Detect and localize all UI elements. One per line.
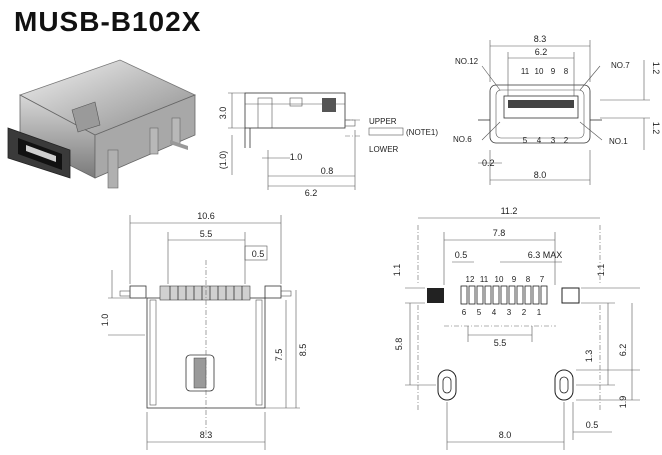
fp-dim-0-5-bottom: 0.5 [586,420,599,430]
pcb-footprint [405,217,640,450]
front-pin-2: 2 [564,136,569,145]
front-dim-6-2: 6.2 [535,47,548,57]
fp-pin-8: 8 [526,275,531,284]
top-dim-1-0: 1.0 [100,314,110,327]
top-dim-7-5: 7.5 [274,349,284,362]
fp-dim-7-8: 7.8 [493,228,506,238]
fp-dim-0-5-top: 0.5 [455,250,468,260]
fp-pin-numbers-bottom: 6 5 4 3 2 1 [462,308,542,317]
fp-dim-1-9: 1.9 [618,396,628,409]
connector-photo [7,59,197,189]
fp-pin-6: 6 [462,308,467,317]
front-view [478,40,650,185]
front-dim-8-0: 8.0 [534,170,547,180]
fp-dim-11-2: 11.2 [501,206,518,216]
top-view [108,215,300,450]
front-pin-11: 11 [521,67,530,76]
fp-dim-1-1-right: 1.1 [596,264,606,277]
front-pin-3: 3 [551,136,556,145]
label-lower: LOWER [369,145,399,154]
label-no12: NO.12 [455,57,479,66]
front-pin-8: 8 [564,67,569,76]
side-dim-6-2: 6.2 [305,188,318,198]
front-dim-1-2-bottom: 1.2 [651,122,661,135]
fp-dim-8-0: 8.0 [499,430,512,440]
fp-pin-9: 9 [512,275,517,284]
front-dim-0-2: 0.2 [482,158,495,168]
fp-pin-4: 4 [492,308,497,317]
front-pin-10: 10 [535,67,544,76]
label-no7: NO.7 [611,61,630,70]
fp-pin-1: 1 [537,308,542,317]
page-title: MUSB-B102X [14,6,202,37]
label-no1: NO.1 [609,137,628,146]
top-dim-0-5: 0.5 [252,249,265,259]
front-pin-4: 4 [537,136,542,145]
side-view [228,92,404,190]
fp-pin-7: 7 [540,275,545,284]
fp-pin-3: 3 [507,308,512,317]
fp-dim-1-1-left: 1.1 [392,264,402,277]
top-dim-8-5: 8.5 [298,344,308,357]
footprint-pads [460,285,548,305]
fp-dim-6-2: 6.2 [618,344,628,357]
side-dim-3-0: 3.0 [218,107,228,120]
front-pin-9: 9 [551,67,556,76]
label-upper: UPPER [369,117,397,126]
front-pin-5: 5 [523,136,528,145]
fp-pin-11: 11 [480,275,489,284]
top-dim-10-6: 10.6 [197,211,215,221]
front-dim-8-3: 8.3 [534,34,547,44]
fp-dim-1-3: 1.3 [584,350,594,363]
fp-dim-6-3-max: 6.3 MAX [528,250,563,260]
front-dim-1-2-top: 1.2 [651,62,661,75]
side-dim-1-0-paren: (1.0) [218,151,228,170]
fp-pin-2: 2 [522,308,527,317]
fp-pin-numbers-top: 12 11 10 9 8 7 [466,275,545,284]
fp-pin-12: 12 [466,275,475,284]
front-pin-numbers-top: 11 10 9 8 [521,67,569,76]
fp-pin-5: 5 [477,308,482,317]
side-dim-0-8: 0.8 [321,166,334,176]
top-dim-5-5: 5.5 [200,229,213,239]
top-dim-8-3: 8.3 [200,430,213,440]
label-note1: (NOTE1) [406,128,438,137]
front-pin-numbers-bottom: 5 4 3 2 [523,136,569,145]
fp-dim-5-8: 5.8 [394,338,404,351]
fp-pin-10: 10 [495,275,504,284]
fp-dim-5-5: 5.5 [494,338,507,348]
label-no6: NO.6 [453,135,472,144]
top-view-contacts [169,286,243,300]
side-dim-1-0: 1.0 [290,152,303,162]
